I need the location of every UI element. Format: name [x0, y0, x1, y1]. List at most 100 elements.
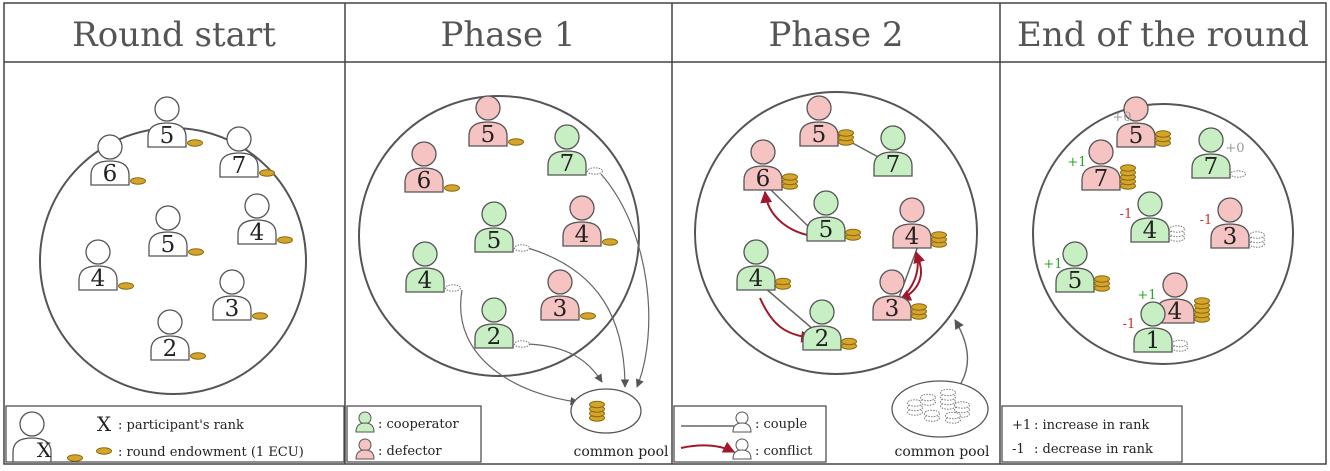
legend-defector-icon: [355, 438, 375, 460]
rank-label: 5: [487, 228, 502, 254]
legend-cooperator-text: : cooperator: [378, 417, 459, 432]
coin: [1249, 235, 1265, 244]
participant-head: [154, 96, 180, 122]
participant-cooperator: 5: [474, 201, 514, 254]
participant-head: [1062, 241, 1088, 267]
participant-head: [226, 126, 252, 152]
rank-label: 5: [161, 232, 176, 258]
endowment-coin: [187, 139, 203, 147]
participant-defector: 5: [468, 95, 508, 148]
payoff-coins: [845, 228, 861, 241]
payoff-coins: [1172, 339, 1188, 352]
connection-layer: [460, 133, 969, 406]
contribution-arrow: [600, 173, 650, 388]
participant-body: [1116, 122, 1156, 148]
participant: 7: [219, 126, 259, 179]
panel-title-phase-2: Phase 2: [768, 15, 903, 55]
coin: [508, 138, 524, 146]
rank-change-label: -1: [1120, 207, 1133, 222]
participant-head: [547, 269, 573, 295]
legend-conflict-text: : conflict: [755, 444, 813, 459]
participant-defector: 3: [540, 269, 580, 322]
coin: [514, 244, 530, 252]
participant-body: [150, 335, 190, 361]
rank-label: 3: [553, 296, 568, 322]
participant-body: [806, 216, 846, 242]
payoff-coins: [1230, 170, 1246, 178]
legend-endowment-coin-icon: [96, 447, 112, 455]
rank-label: 2: [163, 336, 178, 362]
coin: [931, 231, 947, 239]
common-pool: [891, 380, 989, 438]
participant-defector: 6: [743, 139, 783, 192]
rank-label: 6: [756, 166, 771, 192]
contribution-arrow: [527, 247, 630, 388]
rank-change-label: -1: [1200, 213, 1213, 228]
participant-body: [78, 265, 118, 291]
legend-endowment-text: : round endowment (1 ECU): [118, 445, 304, 460]
pool-coins: [589, 400, 605, 422]
participant-head: [481, 201, 507, 227]
common-pool-caption-phase-1: common pool: [573, 444, 669, 460]
participant-head: [1217, 197, 1243, 223]
rank-label: 2: [487, 324, 502, 350]
endowment-coin: [277, 236, 293, 244]
participant-head: [569, 195, 595, 221]
endowment-coin: [188, 248, 204, 256]
coin: [252, 312, 268, 320]
rank-label: 5: [1068, 268, 1083, 294]
coin: [1194, 297, 1210, 305]
participant-defector: 3: [872, 269, 912, 322]
payoff-coins: [1155, 130, 1171, 147]
coin: [1249, 240, 1265, 248]
rank-label: 5: [819, 217, 834, 243]
endowment-coin: [190, 352, 206, 360]
coin: [954, 405, 970, 414]
participant-body: [892, 223, 932, 249]
participant-body: [547, 150, 587, 176]
participant-head: [475, 95, 501, 121]
payoff-coins: [775, 277, 791, 290]
participant-head: [411, 141, 437, 167]
participant-body: [1133, 327, 1173, 353]
rank-label: 7: [232, 153, 247, 179]
legend-rank-symbol: X: [97, 412, 112, 436]
participant-cooperator: 7: [547, 124, 587, 177]
participant: 5: [148, 205, 188, 258]
contributed-coin: [514, 340, 530, 348]
participant-cooperator: 5: [806, 190, 846, 243]
participant-head: [85, 239, 111, 265]
legend-coin-icon: [67, 454, 83, 462]
conflict-arrow: [759, 297, 814, 343]
participant-cooperator: 5: [1055, 241, 1095, 294]
contributed-coin: [514, 244, 530, 252]
pool-coins: [940, 388, 956, 410]
outer-frame: [3, 2, 1327, 465]
common-pool: [570, 388, 642, 434]
group-circle-end-of-round: [1032, 103, 1294, 365]
participant-head: [244, 193, 270, 219]
payoff-coins: [911, 303, 927, 320]
participant-defector: 4: [1155, 272, 1195, 325]
rank-change-label: +1: [1137, 288, 1156, 303]
participant-body: [802, 325, 842, 351]
payoff-coins: [1120, 164, 1136, 190]
participant-body: [405, 267, 445, 293]
rank-label: 3: [885, 296, 900, 322]
pool-coins: [920, 393, 936, 406]
contribution-arrow: [527, 343, 603, 383]
coin: [1094, 275, 1110, 283]
rank-label: 5: [160, 123, 175, 149]
rank-label: 1: [1146, 328, 1161, 354]
legend-decrease-symbol: -1: [1012, 442, 1025, 457]
legend-conflict-arrow: [680, 441, 736, 453]
coin: [775, 277, 791, 286]
participant-head: [155, 205, 181, 231]
rank-label: 4: [250, 220, 265, 246]
coin: [67, 454, 83, 462]
legend-icons-layer: X: [12, 411, 752, 463]
participant-head: [1088, 139, 1114, 165]
panel-title-phase-1: Phase 1: [440, 15, 575, 55]
participant-head: [1198, 127, 1224, 153]
